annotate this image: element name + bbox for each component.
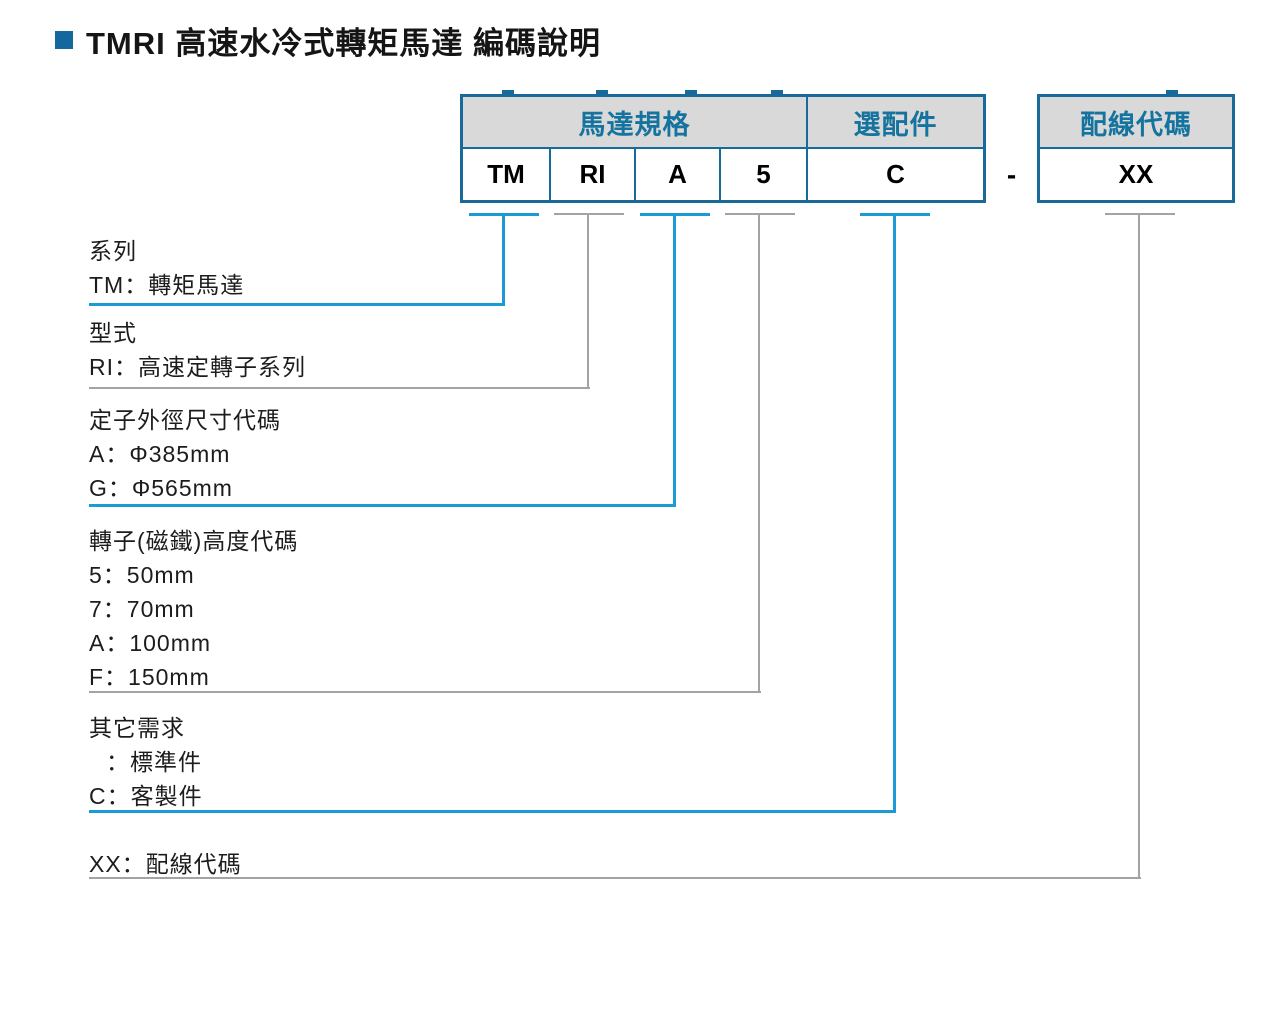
section-other-requirements: 其它需求 ：標準件 C：客製件: [89, 711, 203, 813]
section-rotor-item-7: 7：70mm: [89, 596, 195, 622]
connector-underline: [89, 387, 590, 389]
section-rotor-item-f: F：150mm: [89, 664, 210, 690]
header-optional-parts: 選配件: [806, 97, 983, 147]
table-tick: [771, 90, 783, 94]
section-stator-diameter-label: 定子外徑尺寸代碼: [89, 407, 281, 433]
table-tick: [685, 90, 697, 94]
wiring-code-table-row: XX: [1040, 149, 1232, 200]
code-cell-ri: RI: [549, 149, 634, 200]
wiring-code-table: 配線代碼 XX: [1037, 94, 1235, 203]
model-code-table-row: TM RI A 5 C: [463, 149, 983, 200]
connector-stem: [1138, 213, 1140, 879]
section-other-item-custom: C：客製件: [89, 783, 203, 809]
connector-stem: [502, 213, 505, 306]
model-code-table: 馬達規格 選配件 TM RI A 5 C: [460, 94, 986, 203]
code-cell-c: C: [806, 149, 983, 200]
connector-underline: [89, 691, 761, 693]
connector-stem: [587, 213, 589, 389]
connector-underline: [89, 877, 1141, 879]
wiring-code-table-header: 配線代碼: [1040, 97, 1232, 149]
section-rotor-item-a: A：100mm: [89, 630, 212, 656]
table-tick: [1166, 90, 1178, 94]
section-stator-diameter: 定子外徑尺寸代碼 A：Φ385mm G：Φ565mm: [89, 403, 281, 505]
section-rotor-height: 轉子(磁鐵)高度代碼 5：50mm 7：70mm A：100mm F：150mm: [89, 524, 298, 694]
section-type-item-ri: RI：高速定轉子系列: [89, 354, 306, 380]
header-wiring-code: 配線代碼: [1080, 109, 1192, 140]
connector-crossbar: [554, 213, 624, 215]
section-type-label: 型式: [89, 320, 137, 346]
code-cell-xx: XX: [1118, 159, 1154, 189]
connector-crossbar: [725, 213, 795, 215]
connector-underline: [89, 303, 505, 306]
code-separator-dash: -: [1006, 159, 1017, 190]
connector-underline: [89, 810, 896, 813]
code-cell-5: 5: [719, 149, 806, 200]
section-other-item-standard: ：標準件: [106, 749, 202, 775]
section-series-label: 系列: [89, 238, 137, 264]
section-series: 系列 TM：轉矩馬達: [89, 234, 244, 302]
section-type: 型式 RI：高速定轉子系列: [89, 316, 306, 384]
section-rotor-item-5: 5：50mm: [89, 562, 195, 588]
section-other-requirements-label: 其它需求: [89, 715, 185, 741]
connector-crossbar: [1105, 213, 1175, 215]
section-wiring-item-xx: XX：配線代碼: [89, 851, 242, 877]
section-stator-item-g: G：Φ565mm: [89, 475, 233, 501]
page-title: TMRI 高速水冷式轉矩馬達 編碼說明: [86, 26, 601, 61]
section-rotor-height-label: 轉子(磁鐵)高度代碼: [89, 528, 299, 554]
connector-stem: [758, 213, 760, 693]
header-motor-spec: 馬達規格: [578, 109, 691, 140]
section-stator-item-a: A：Φ385mm: [89, 441, 231, 467]
section-wiring-code: XX：配線代碼: [89, 847, 242, 881]
table-tick: [502, 90, 514, 94]
model-code-table-header: 馬達規格 選配件: [463, 97, 983, 149]
connector-underline: [89, 504, 676, 507]
table-tick: [596, 90, 608, 94]
code-cell-tm: TM: [487, 159, 525, 189]
connector-stem: [673, 213, 676, 507]
connector-stem: [893, 213, 896, 813]
title-bullet-icon: [55, 31, 73, 49]
section-series-item-tm: TM：轉矩馬達: [89, 272, 245, 298]
code-cell-a: A: [634, 149, 719, 200]
